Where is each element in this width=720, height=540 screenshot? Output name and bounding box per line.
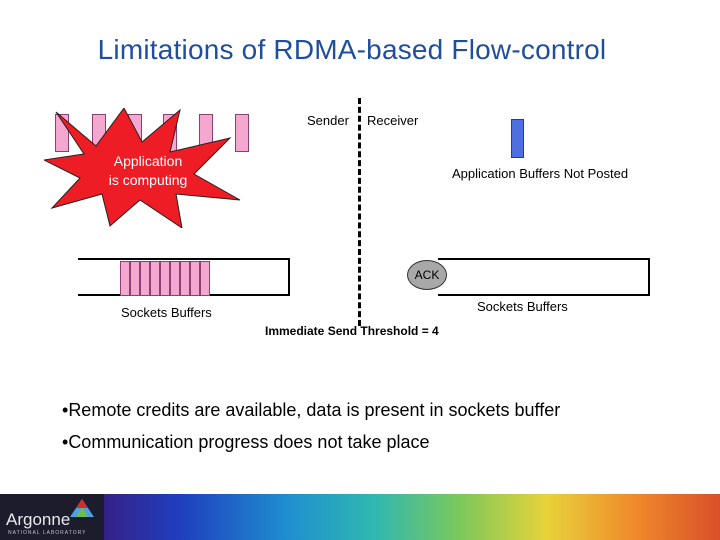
threshold-label: Immediate Send Threshold = 4 [265, 324, 439, 338]
footer-bar [0, 494, 720, 540]
sender-receiver-divider [358, 98, 361, 326]
sockets-slot [150, 261, 160, 296]
sockets-slot [140, 261, 150, 296]
bullet-item: Remote credits are available, data is pr… [62, 400, 560, 421]
sockets-slot [200, 261, 210, 296]
bullet-list: Remote credits are available, data is pr… [62, 400, 560, 464]
receiver-sockets-label: Sockets Buffers [477, 299, 568, 314]
receiver-app-label: Application Buffers Not Posted [452, 166, 629, 181]
slide-title: Limitations of RDMA-based Flow-control [97, 34, 607, 65]
sender-label: Sender [307, 113, 349, 128]
sender-sockets-label: Sockets Buffers [121, 305, 212, 320]
sockets-slot [170, 261, 180, 296]
sockets-slot [180, 261, 190, 296]
computing-burst-icon [44, 108, 241, 228]
argonne-triangle-icon [70, 499, 94, 517]
burst-line-1: Application [113, 153, 183, 169]
receiver-app-buffer [511, 119, 524, 158]
sockets-slot [130, 261, 140, 296]
ack-message: ACK [407, 260, 447, 290]
burst-label: Application is computing [88, 152, 208, 190]
bullet-item: Communication progress does not take pla… [62, 432, 560, 453]
receiver-label: Receiver [367, 113, 419, 128]
burst-line-2: is computing [108, 172, 188, 188]
logo-text: Argonne [6, 510, 71, 529]
sockets-slot [120, 261, 130, 296]
sockets-slot [190, 261, 200, 296]
logo-subtext: NATIONAL LABORATORY [8, 530, 87, 536]
sender-app-buffer [235, 114, 249, 152]
sockets-slot [160, 261, 170, 296]
receiver-sockets-buffer [438, 258, 650, 296]
